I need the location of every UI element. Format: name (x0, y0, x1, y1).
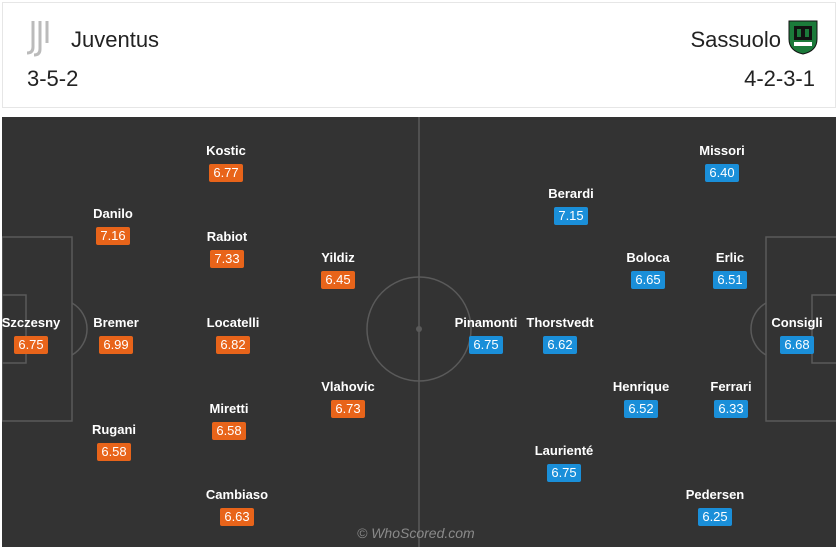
juventus-crest-icon (26, 21, 49, 57)
player-name: Kostic (206, 143, 246, 158)
match-header: Juventus 3-5-2 Sassuolo 4-2-3-1 (2, 2, 836, 108)
player-rating: 6.52 (624, 400, 658, 418)
home-formation: 3-5-2 (27, 66, 79, 91)
player-rating: 7.15 (554, 207, 588, 225)
away-player[interactable]: Erlic 6.51 (685, 250, 775, 289)
player-rating: 6.25 (698, 508, 732, 526)
player-name: Szczesny (2, 315, 61, 330)
player-rating: 6.58 (212, 422, 246, 440)
home-player[interactable]: Bremer 6.99 (71, 315, 161, 354)
home-player[interactable]: Rabiot 7.33 (182, 229, 272, 268)
player-rating: 6.99 (99, 336, 133, 354)
player-name: Danilo (93, 206, 133, 221)
away-player[interactable]: Missori 6.40 (677, 143, 767, 182)
player-name: Miretti (209, 401, 249, 416)
player-name: Locatelli (206, 315, 260, 330)
home-player[interactable]: Cambiaso 6.63 (192, 487, 282, 526)
sassuolo-crest-icon (788, 20, 818, 55)
player-name: Pinamonti (454, 315, 518, 330)
player-rating: 6.75 (469, 336, 503, 354)
home-player[interactable]: Szczesny 6.75 (2, 315, 76, 354)
player-name: Missori (699, 143, 745, 158)
player-rating: 6.65 (631, 271, 665, 289)
away-team-name: Sassuolo (690, 27, 781, 52)
player-rating: 6.40 (705, 164, 739, 182)
player-rating: 6.58 (97, 443, 131, 461)
away-player[interactable]: Boloca 6.65 (603, 250, 693, 289)
pitch: Szczesny 6.75 Danilo 7.16 Bremer 6.99 Ru… (2, 117, 836, 547)
player-name: Rugani (91, 422, 137, 437)
player-rating: 6.75 (547, 464, 581, 482)
pitch-markings (2, 117, 836, 547)
home-player[interactable]: Vlahovic 6.73 (303, 379, 393, 418)
away-player[interactable]: Pinamonti 6.75 (441, 315, 531, 354)
home-player[interactable]: Rugani 6.58 (69, 422, 159, 461)
player-name: Henrique (612, 379, 670, 394)
player-name: Yildiz (321, 250, 355, 265)
away-player[interactable]: Laurienté 6.75 (519, 443, 609, 482)
player-rating: 6.68 (780, 336, 814, 354)
player-name: Thorstvedt (526, 315, 594, 330)
home-player[interactable]: Yildiz 6.45 (293, 250, 383, 289)
player-rating: 6.82 (216, 336, 250, 354)
player-name: Ferrari (710, 379, 752, 394)
home-player[interactable]: Miretti 6.58 (184, 401, 274, 440)
player-name: Cambiaso (205, 487, 269, 502)
away-player[interactable]: Ferrari 6.33 (686, 379, 776, 418)
home-player[interactable]: Kostic 6.77 (181, 143, 271, 182)
player-name: Vlahovic (321, 379, 375, 394)
player-rating: 6.73 (331, 400, 365, 418)
player-name: Consigli (771, 315, 823, 330)
player-rating: 6.51 (713, 271, 747, 289)
home-player[interactable]: Danilo 7.16 (68, 206, 158, 245)
away-player[interactable]: Berardi 7.15 (526, 186, 616, 225)
home-player[interactable]: Locatelli 6.82 (188, 315, 278, 354)
player-rating: 6.45 (321, 271, 355, 289)
player-name: Berardi (548, 186, 594, 201)
player-rating: 6.75 (14, 336, 48, 354)
away-player[interactable]: Thorstvedt 6.62 (515, 315, 605, 354)
away-formation: 4-2-3-1 (744, 66, 815, 91)
away-player[interactable]: Pedersen 6.25 (670, 487, 760, 526)
player-name: Bremer (93, 315, 139, 330)
player-rating: 7.16 (96, 227, 130, 245)
player-rating: 6.63 (220, 508, 254, 526)
player-name: Pedersen (685, 487, 745, 502)
player-rating: 6.62 (543, 336, 577, 354)
player-rating: 6.33 (714, 400, 748, 418)
home-team-name: Juventus (71, 27, 160, 52)
player-name: Boloca (626, 250, 670, 265)
player-name: Laurienté (534, 443, 594, 458)
away-player[interactable]: Henrique 6.52 (596, 379, 686, 418)
away-player[interactable]: Consigli 6.68 (752, 315, 836, 354)
player-name: Erlic (715, 250, 745, 265)
player-rating: 7.33 (210, 250, 244, 268)
player-name: Rabiot (206, 229, 248, 244)
whoscored-watermark: © WhoScored.com (357, 525, 475, 541)
player-rating: 6.77 (209, 164, 243, 182)
